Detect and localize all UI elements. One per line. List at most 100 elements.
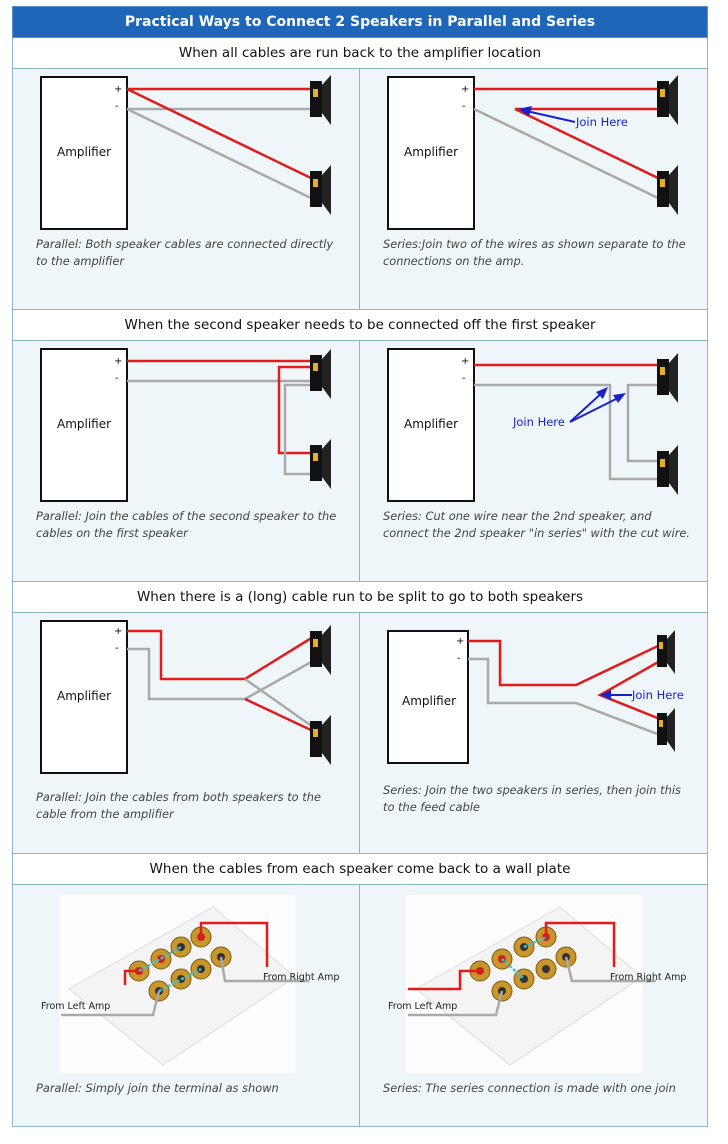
minus-terminal-label: - (457, 653, 461, 664)
positive-wire (408, 969, 480, 991)
speaker-icon (657, 445, 678, 495)
positive-wire (123, 969, 139, 985)
diagram-1-parallel: Amplifier + - (40, 75, 331, 230)
series-caption: Series: Join the two speakers in series,… (383, 783, 681, 814)
series-caption: Series: The series connection is made wi… (383, 1081, 676, 1095)
parallel-caption: Parallel: Join the cables from both spea… (36, 790, 321, 821)
wall-plate-series: From Right Amp From Left Amp (388, 894, 686, 1074)
speaker-icon (310, 439, 331, 489)
section-row: Amplifier + - Parallel: Join the cables … (12, 341, 708, 582)
negative-wire (127, 647, 314, 701)
section-heading: When all cables are run back to the ampl… (12, 38, 708, 69)
binding-post-group (469, 926, 577, 1002)
parallel-diagram-cell: From Right Amp From Left Amp Parallel: S… (13, 885, 360, 1126)
positive-wire (514, 107, 661, 181)
jumper-wire (158, 967, 202, 993)
arrow-head-icon (600, 690, 611, 700)
speaker-icon (657, 630, 675, 674)
positive-wire (544, 921, 616, 967)
series-diagram-cell: Amplifier + - Join Here Series:Join two … (360, 69, 707, 309)
series-diagram-cell: From Right Amp From Left Amp Series: The… (360, 885, 707, 1126)
amplifier-label: Amplifier (57, 417, 111, 431)
positive-wire (127, 629, 314, 681)
speaker-icon (310, 165, 331, 215)
series-diagram-cell: Amplifier + - Join Here Series: Cut one … (360, 341, 707, 581)
parallel-diagram-cell: Amplifier + - Parallel: Join the cables … (13, 341, 360, 581)
section-heading: When the cables from each speaker come b… (12, 854, 708, 885)
parallel-diagram-cell: Amplifier + - Parallel: Join the cables … (13, 613, 360, 853)
join-arrow (569, 390, 605, 423)
diagram-3-parallel: Amplifier + - (40, 620, 331, 774)
plus-terminal-label: + (461, 84, 469, 95)
minus-terminal-label: - (115, 101, 119, 112)
from-left-amp-label: From Left Amp (41, 1001, 110, 1012)
arrow-head-icon (596, 387, 608, 399)
speaker-icon (310, 625, 331, 675)
negative-wire (474, 383, 660, 481)
section-heading: When there is a (long) cable run to be s… (12, 582, 708, 613)
speaker-icon (657, 75, 678, 125)
negative-wire (626, 383, 660, 463)
amplifier-label: Amplifier (404, 417, 458, 431)
positive-wire (277, 365, 313, 455)
minus-terminal-label: - (462, 101, 466, 112)
wall-plate-parallel: From Right Amp From Left Amp (41, 894, 339, 1074)
series-caption: Series:Join two of the wires as shown se… (383, 237, 686, 268)
speaker-icon (657, 165, 678, 215)
page-title: Practical Ways to Connect 2 Speakers in … (12, 6, 708, 38)
join-here-label: Join Here (575, 115, 628, 129)
speaker-icon (310, 349, 331, 399)
series-caption: Series: Cut one wire near the 2nd speake… (383, 509, 691, 540)
parallel-caption: Parallel: Both speaker cables are connec… (36, 237, 334, 268)
negative-wire (473, 107, 661, 201)
amplifier-label: Amplifier (57, 145, 111, 159)
negative-wire (126, 107, 314, 201)
section-heading: When the second speaker needs to be conn… (12, 310, 708, 341)
speaker-icon (310, 75, 331, 125)
amplifier-box (40, 620, 128, 774)
minus-terminal-label: - (115, 373, 119, 384)
amplifier-box (40, 348, 128, 502)
plus-terminal-label: + (461, 356, 469, 367)
positive-wire (468, 639, 661, 687)
amplifier-box (387, 630, 469, 764)
positive-wire (126, 87, 314, 181)
jumper-wire (138, 945, 182, 973)
from-right-amp-label: From Right Amp (610, 972, 686, 983)
speaker-icon (657, 353, 678, 403)
negative-wire (61, 990, 161, 1017)
negative-wire (244, 677, 314, 729)
diagram-1-series: Amplifier + - Join Here (387, 75, 678, 230)
join-arrow (521, 109, 576, 123)
negative-wire (283, 383, 313, 476)
negative-wire (564, 956, 656, 983)
from-left-amp-label: From Left Amp (388, 1001, 457, 1012)
amplifier-label: Amplifier (57, 689, 111, 703)
arrow-head-icon (518, 106, 532, 116)
arrow-head-icon (613, 393, 626, 403)
join-arrow (569, 395, 623, 423)
speaker-icon (310, 715, 331, 765)
speaker-wiring-guide: Practical Ways to Connect 2 Speakers in … (12, 6, 708, 1127)
positive-wire (199, 921, 269, 967)
amplifier-box (40, 76, 128, 230)
diagram-2-parallel: Amplifier + - (40, 348, 331, 502)
speaker-icon (657, 708, 675, 752)
series-diagram-cell: Amplifier + - Join Here Series: Join the… (360, 613, 707, 853)
minus-terminal-label: - (462, 373, 466, 384)
plus-terminal-label: + (114, 356, 122, 367)
negative-wire (219, 956, 309, 983)
parallel-diagram-cell: Amplifier + - Parallel: Both speaker cab… (13, 69, 360, 309)
diagram-3-series: Amplifier + - Join Here (387, 630, 684, 764)
plus-terminal-label: + (114, 626, 122, 637)
amplifier-box (387, 348, 475, 502)
parallel-caption: Parallel: Simply join the terminal as sh… (36, 1081, 279, 1095)
negative-wire (408, 990, 504, 1017)
section-row: Amplifier + - Parallel: Both speaker cab… (12, 69, 708, 310)
diagram-2-series: Amplifier + - Join Here (387, 348, 678, 502)
amplifier-box (387, 76, 475, 230)
amplifier-label: Amplifier (404, 145, 458, 159)
section-row: Amplifier + - Parallel: Join the cables … (12, 613, 708, 854)
jumper-wire (523, 935, 547, 949)
negative-wire (468, 657, 661, 737)
